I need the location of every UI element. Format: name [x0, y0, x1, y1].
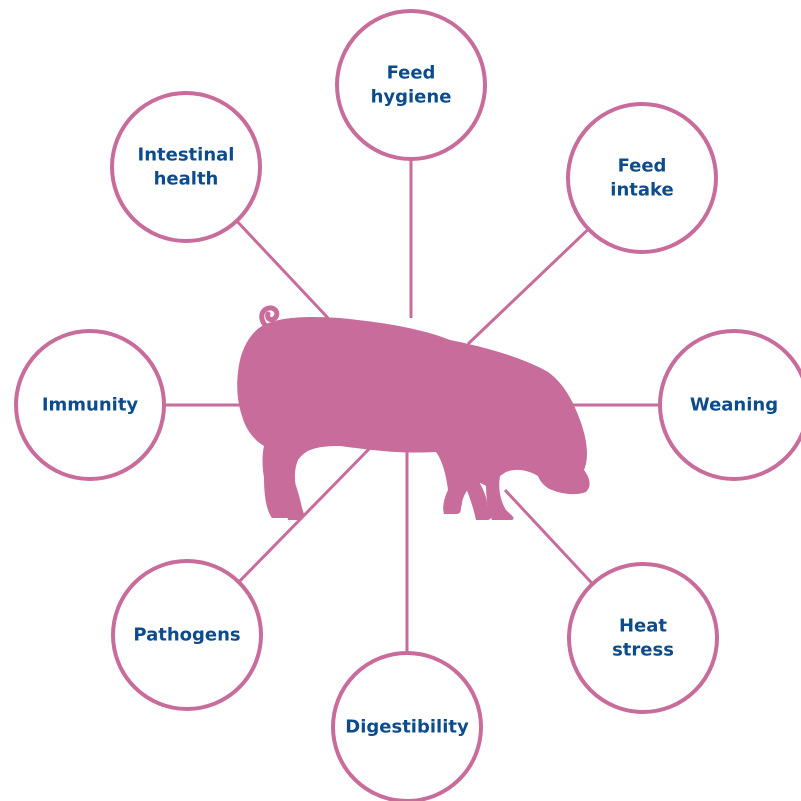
- node-label-intestinal-health: health: [154, 169, 219, 190]
- node-label-intestinal-health: Intestinal: [138, 145, 235, 166]
- node-label-digestibility: Digestibility: [345, 717, 469, 738]
- pig-icon: [237, 308, 589, 520]
- node-label-immunity: Immunity: [42, 395, 139, 416]
- node-feed-intake: Feed intake: [568, 104, 716, 252]
- node-intestinal-health: Intestinal health: [112, 93, 260, 241]
- node-feed-hygiene: Feed hygiene: [337, 11, 485, 159]
- node-label-weaning: Weaning: [690, 395, 778, 416]
- node-label-pathogens: Pathogens: [133, 625, 240, 646]
- node-label-heat-stress: Heat: [619, 616, 667, 637]
- connector-feed-intake: [468, 229, 588, 344]
- node-immunity: Immunity: [16, 331, 164, 479]
- node-circle-intestinal-health: [112, 93, 260, 241]
- node-digestibility: Digestibility: [333, 653, 481, 801]
- node-circle-heat-stress: [569, 564, 717, 712]
- node-circle-feed-intake: [568, 104, 716, 252]
- connector-heat-stress: [505, 490, 593, 584]
- node-label-feed-hygiene: Feed: [387, 63, 436, 84]
- node-label-feed-intake: intake: [610, 180, 673, 201]
- node-label-feed-hygiene: hygiene: [371, 87, 452, 108]
- node-heat-stress: Heat stress: [569, 564, 717, 712]
- connector-pathogens: [239, 448, 370, 582]
- node-label-feed-intake: Feed: [618, 156, 667, 177]
- node-label-heat-stress: stress: [612, 640, 674, 661]
- node-weaning: Weaning: [660, 331, 801, 479]
- connector-intestinal-health: [237, 221, 328, 318]
- node-pathogens: Pathogens: [113, 561, 261, 709]
- node-circle-feed-hygiene: [337, 11, 485, 159]
